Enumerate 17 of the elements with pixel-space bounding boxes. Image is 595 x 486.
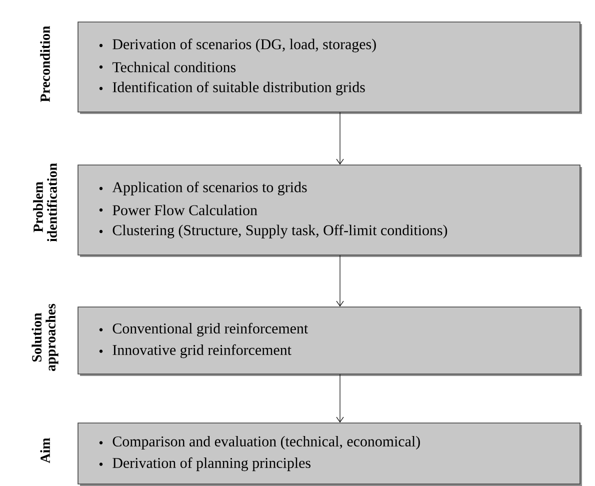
stage-heading: Solution approaches bbox=[32, 304, 58, 371]
arrow bbox=[336, 112, 344, 165]
stage-heading: Problem identification bbox=[33, 163, 57, 242]
bullet-item: Power Flow Calculation bbox=[99, 204, 258, 216]
stage-heading: Aim bbox=[40, 438, 50, 464]
bullet-item: Conventional grid reinforcement bbox=[99, 322, 308, 337]
arrow bbox=[336, 374, 344, 423]
bullet-item: Technical conditions bbox=[99, 62, 236, 72]
stage-heading: Precondition bbox=[40, 26, 50, 102]
bullet-item: Identification of suitable distribution grids bbox=[99, 82, 365, 96]
bullet-item: Clustering (Structure, Supply task, Off-limit conditions) bbox=[99, 224, 448, 238]
bullet-item: Derivation of planning principles bbox=[99, 457, 310, 472]
arrow bbox=[336, 255, 344, 307]
bullet-item: Derivation of scenarios (DG, load, storages) bbox=[99, 38, 376, 52]
bullet-item: Application of scenarios to grids bbox=[99, 182, 307, 196]
bullet-item: Comparison and evaluation (technical, economical) bbox=[99, 436, 420, 450]
bullet-item: Innovative grid reinforcement bbox=[99, 344, 292, 358]
